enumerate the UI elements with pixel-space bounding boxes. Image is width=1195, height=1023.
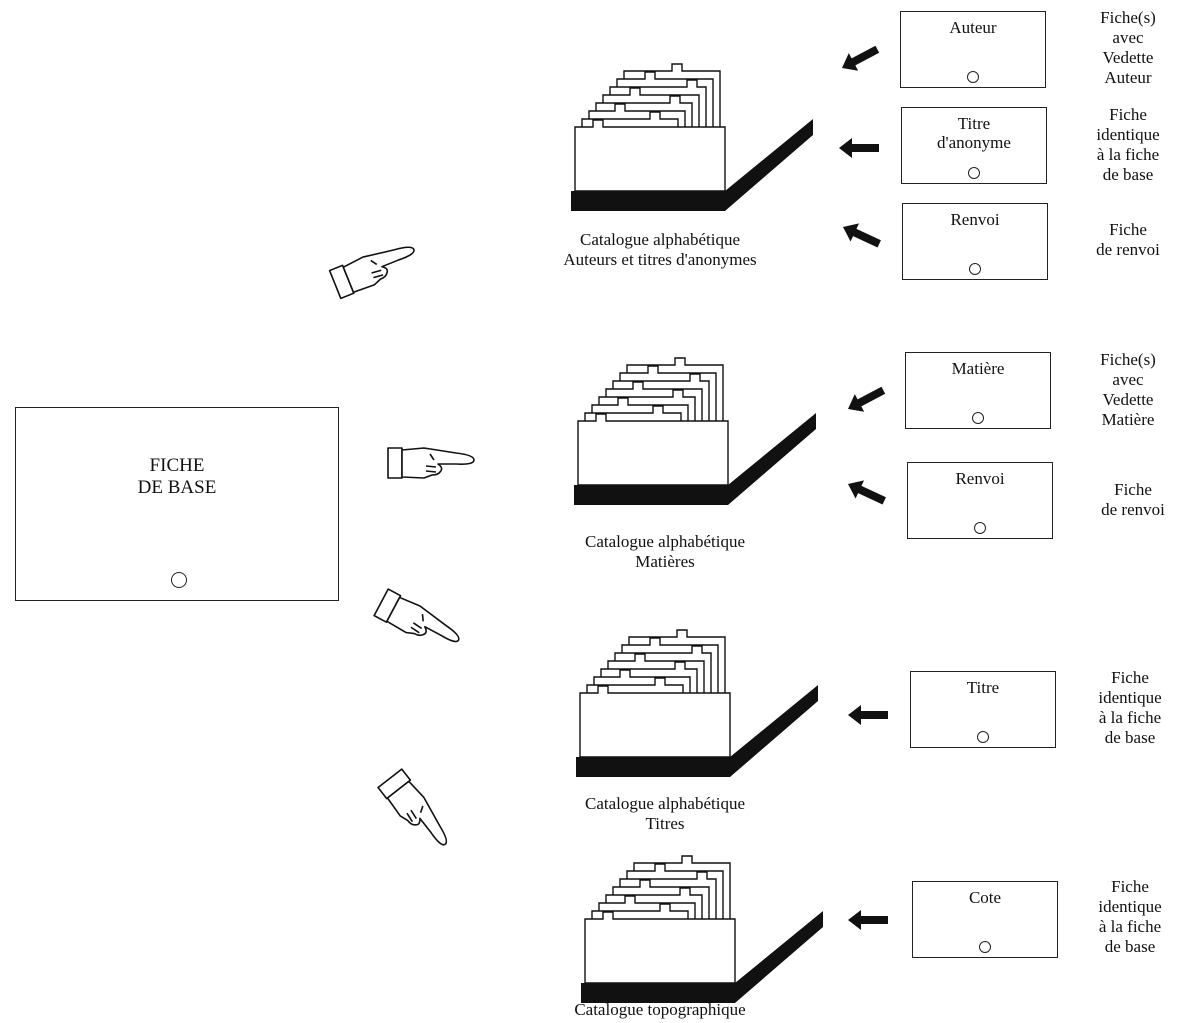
card-hole [977, 731, 989, 743]
fiche-de-base-card: FICHE DE BASE [15, 407, 339, 601]
catalogue-label-auteurs: Catalogue alphabétique Auteurs et titres… [563, 230, 757, 269]
arrow-titre [848, 705, 888, 725]
catalogue-label-titres: Catalogue alphabétique Titres [584, 794, 746, 833]
arrow-titre-anonyme [839, 138, 879, 158]
desc-renvoi-1: Fiche de renvoi [1096, 220, 1160, 259]
arrow-cote [848, 910, 888, 930]
card-hole [967, 71, 979, 83]
card-titre: Titre [910, 671, 1056, 748]
pointing-hand-icon [387, 447, 475, 479]
arrow-renvoi-2 [843, 474, 889, 510]
card-hole [972, 412, 984, 424]
card-auteur: Auteur [900, 11, 1046, 88]
desc-titre: Fiche identique à la fiche de base [1098, 668, 1162, 747]
pointing-hand-icon [377, 768, 456, 857]
desc-auteur: Fiche(s) avec Vedette Auteur [1100, 8, 1156, 87]
drawer-auteurs-titres [570, 63, 814, 212]
card-hole [979, 941, 991, 953]
pointing-hand-icon [373, 588, 465, 657]
desc-renvoi-2: Fiche de renvoi [1101, 480, 1165, 519]
card-hole [968, 167, 980, 179]
catalogue-label-topographique: Catalogue topographique [574, 1000, 746, 1019]
drawer-topographique [580, 855, 824, 1004]
card-hole [969, 263, 981, 275]
fiche-de-base-title: FICHE DE BASE [137, 455, 217, 498]
desc-cote: Fiche identique à la fiche de base [1098, 877, 1162, 956]
drawer-matieres [573, 357, 817, 506]
arrow-matiere [843, 381, 889, 418]
drawer-titres [575, 629, 819, 778]
desc-titre-anonyme: Fiche identique à la fiche de base [1096, 105, 1160, 184]
card-renvoi-2: Renvoi [907, 462, 1053, 539]
arrow-renvoi-1 [838, 217, 884, 253]
card-matiere: Matière [905, 352, 1051, 429]
desc-matiere: Fiche(s) avec Vedette Matière [1100, 350, 1156, 429]
arrow-auteur [837, 40, 883, 77]
catalogue-label-matieres: Catalogue alphabétique Matières [584, 532, 746, 571]
card-renvoi-1: Renvoi [902, 203, 1048, 280]
card-hole [171, 572, 187, 588]
pointing-hand-icon [328, 237, 422, 300]
card-hole [974, 522, 986, 534]
card-cote: Cote [912, 881, 1058, 958]
